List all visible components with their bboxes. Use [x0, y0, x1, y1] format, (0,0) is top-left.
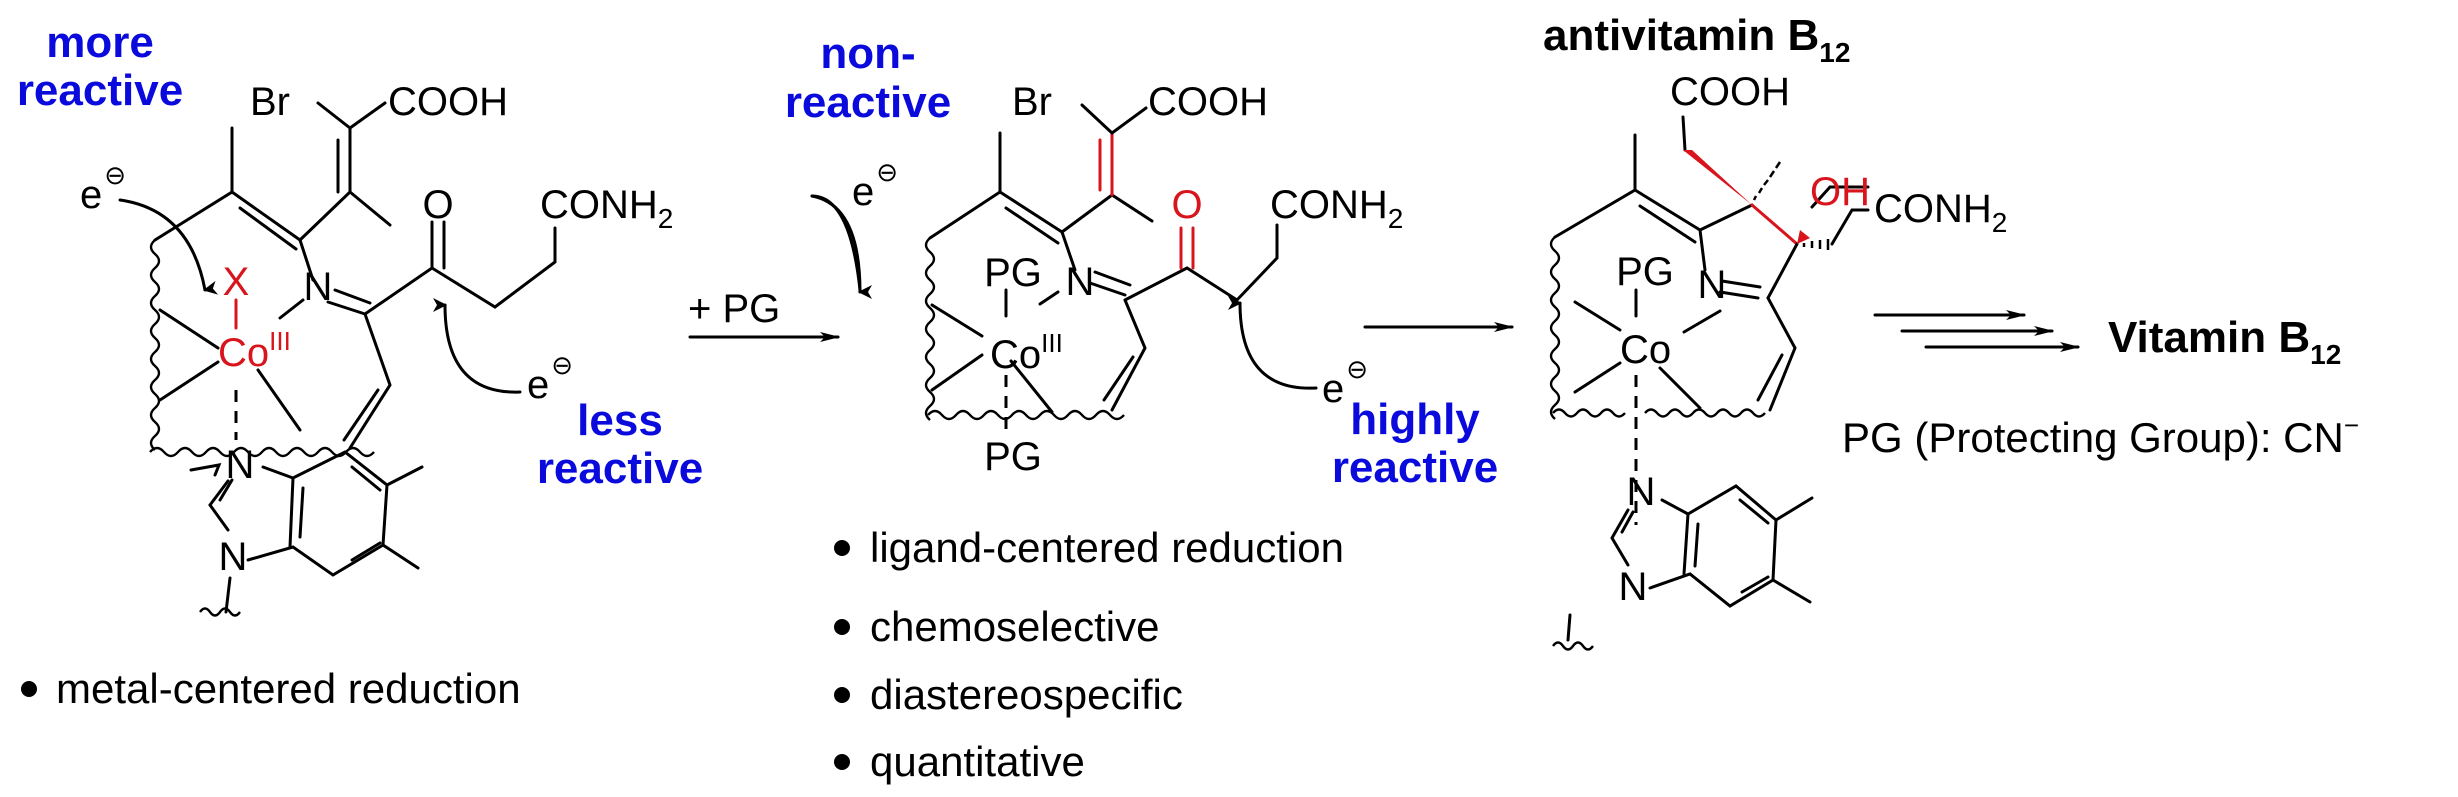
- hash-bond-methyl: [1752, 161, 1782, 201]
- structure-1-cobalamin-precursor: more reactive: [17, 18, 703, 712]
- cobalt-center-1: CoIII: [218, 326, 291, 375]
- label-non: non-: [820, 29, 915, 78]
- electron-transfer-arrow-metal: [118, 198, 219, 295]
- bullet-chemoselective: chemoselective: [870, 603, 1159, 650]
- label-reactive-top-2: reactive: [785, 78, 951, 127]
- cobalt-center-2: CoIII: [990, 328, 1063, 377]
- axial-ligand-pg-top: PG: [984, 251, 1042, 295]
- electron-transfer-arrow-ligand-2: [1227, 296, 1318, 390]
- group-cooh-3: COOH: [1670, 70, 1790, 114]
- reaction-arrow-add-pg: + PG: [688, 287, 840, 342]
- bullet-dot: [834, 540, 850, 556]
- electron-2a: e⊖: [852, 157, 898, 214]
- bullet-dot: [834, 754, 850, 770]
- atom-imine-n-3: N: [1698, 263, 1727, 307]
- bullet-dot: [834, 687, 850, 703]
- label-reactive-bottom-2: reactive: [1332, 443, 1498, 492]
- multi-step-arrow: [1873, 310, 2080, 352]
- group-amide-1: CONH2: [540, 183, 673, 234]
- atom-benzimidazole-n2-3: N: [1619, 565, 1648, 609]
- wavy-truncation-2: [924, 237, 1125, 421]
- ring-skeleton-1: [153, 101, 557, 450]
- hash-bond-propionamide: [1802, 239, 1830, 250]
- electron-1b: e⊖: [527, 350, 573, 407]
- atom-imine-n-1: N: [304, 265, 333, 309]
- wavy-truncation-3: [1549, 236, 1766, 420]
- dimethylbenzimidazole-1: [189, 450, 424, 617]
- label-more: more: [46, 18, 154, 67]
- bullet-metal-centered: metal-centered reduction: [56, 665, 521, 712]
- axial-ligand-pg-bottom: PG: [984, 435, 1042, 479]
- bullet-quantitative: quantitative: [870, 738, 1085, 785]
- atom-carbonyl-o-2: O: [1171, 183, 1202, 227]
- label-less: less: [577, 396, 663, 445]
- group-amide-2: CONH2: [1270, 183, 1403, 234]
- axial-ligand-pg-3: PG: [1616, 250, 1674, 294]
- cobalt-center-3: Co: [1620, 328, 1671, 372]
- atom-benzimidazole-n1-1: N: [226, 443, 255, 487]
- bullet-dot: [21, 681, 37, 697]
- group-hydroxyl: OH: [1810, 170, 1870, 214]
- group-cooh-2: COOH: [1148, 80, 1268, 124]
- electron-1a: e⊖: [80, 160, 126, 217]
- label-highly: highly: [1350, 395, 1480, 444]
- antivitamin-title: antivitamin B12: [1543, 11, 1850, 68]
- wedge-bond-oh: [1797, 230, 1810, 244]
- atom-carbonyl-o-1: O: [422, 183, 453, 227]
- electron-2b: e⊖: [1322, 354, 1368, 411]
- atom-imine-n-2: N: [1066, 260, 1095, 304]
- label-reactive-bottom-1: reactive: [537, 444, 703, 493]
- final-product-vitamin-b12: Vitamin B12: [2108, 313, 2341, 370]
- structure-2-protected-complex: non- reactive: [785, 29, 1498, 785]
- ring-skeleton-2: [928, 103, 1279, 432]
- structure-3-antivitamin-b12: antivitamin B12: [1543, 11, 2007, 651]
- atom-benzimidazole-n1-3: N: [1627, 470, 1656, 514]
- bullet-diastereospecific: diastereospecific: [870, 671, 1183, 718]
- atom-br-1: Br: [250, 80, 290, 124]
- atom-br-2: Br: [1012, 80, 1052, 124]
- group-amide-3: CONH2: [1874, 187, 2007, 238]
- electron-transfer-arrow-ligand-1: [432, 298, 522, 394]
- group-cooh-1: COOH: [388, 80, 508, 124]
- bullet-dot: [834, 619, 850, 635]
- electron-transfer-arrow-blocked: [810, 194, 873, 299]
- label-reactive-top: reactive: [17, 66, 183, 115]
- bullet-ligand-centered: ligand-centered reduction: [870, 524, 1344, 571]
- axial-ligand-x: X: [223, 260, 250, 304]
- ring-skeleton-3: [1553, 115, 1870, 525]
- reagent-label: + PG: [688, 287, 780, 331]
- dimethylbenzimidazole-3: [1552, 484, 1814, 651]
- atom-benzimidazole-n2-1: N: [219, 535, 248, 579]
- wedge-bond-red: [1683, 150, 1752, 205]
- protecting-group-footnote: PG (Protecting Group): CN−: [1842, 410, 2359, 461]
